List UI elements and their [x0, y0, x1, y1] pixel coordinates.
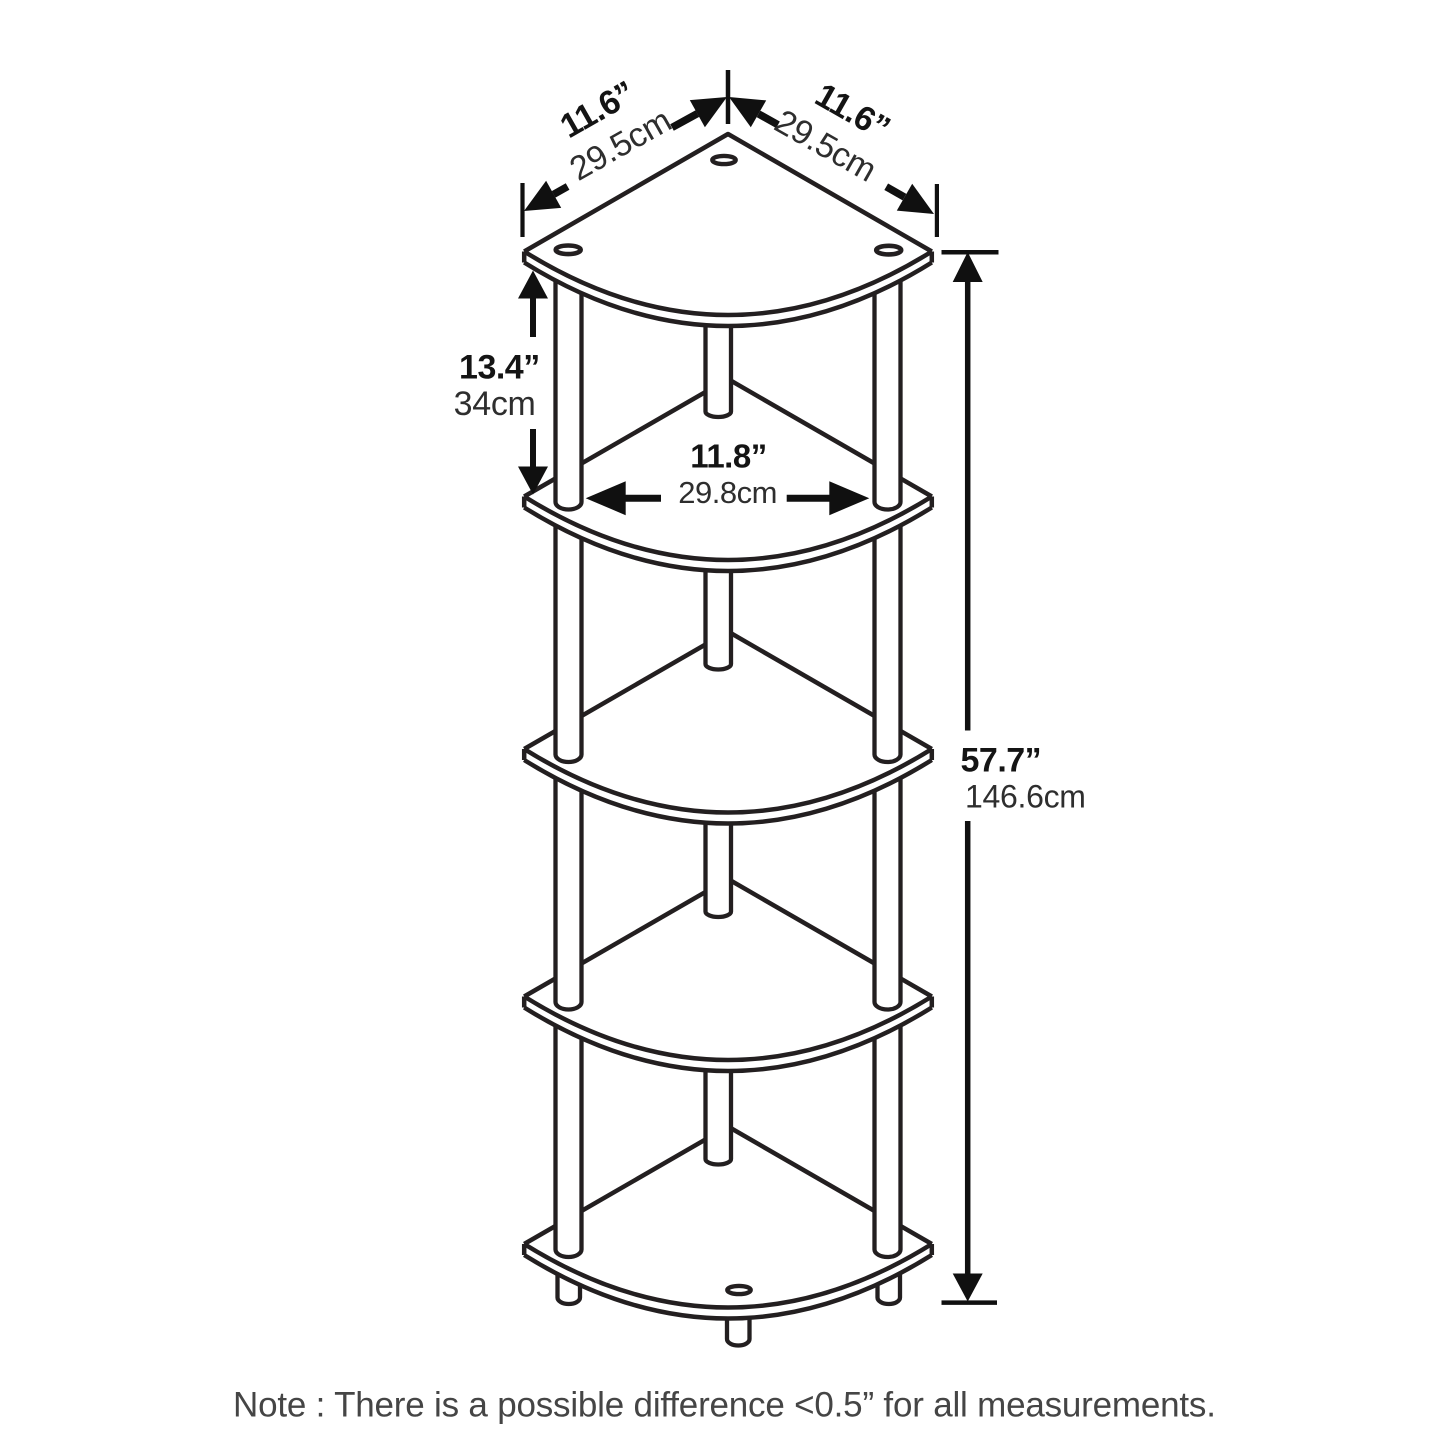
svg-text:29.8cm: 29.8cm — [678, 475, 777, 510]
svg-text:146.6cm: 146.6cm — [965, 779, 1086, 815]
svg-text:11.8”: 11.8” — [690, 438, 766, 475]
svg-text:34cm: 34cm — [454, 385, 536, 423]
svg-text:Note : There is a possible dif: Note : There is a possible difference <0… — [233, 1386, 1216, 1425]
svg-text:13.4”: 13.4” — [459, 349, 540, 387]
svg-text:57.7”: 57.7” — [961, 742, 1042, 780]
